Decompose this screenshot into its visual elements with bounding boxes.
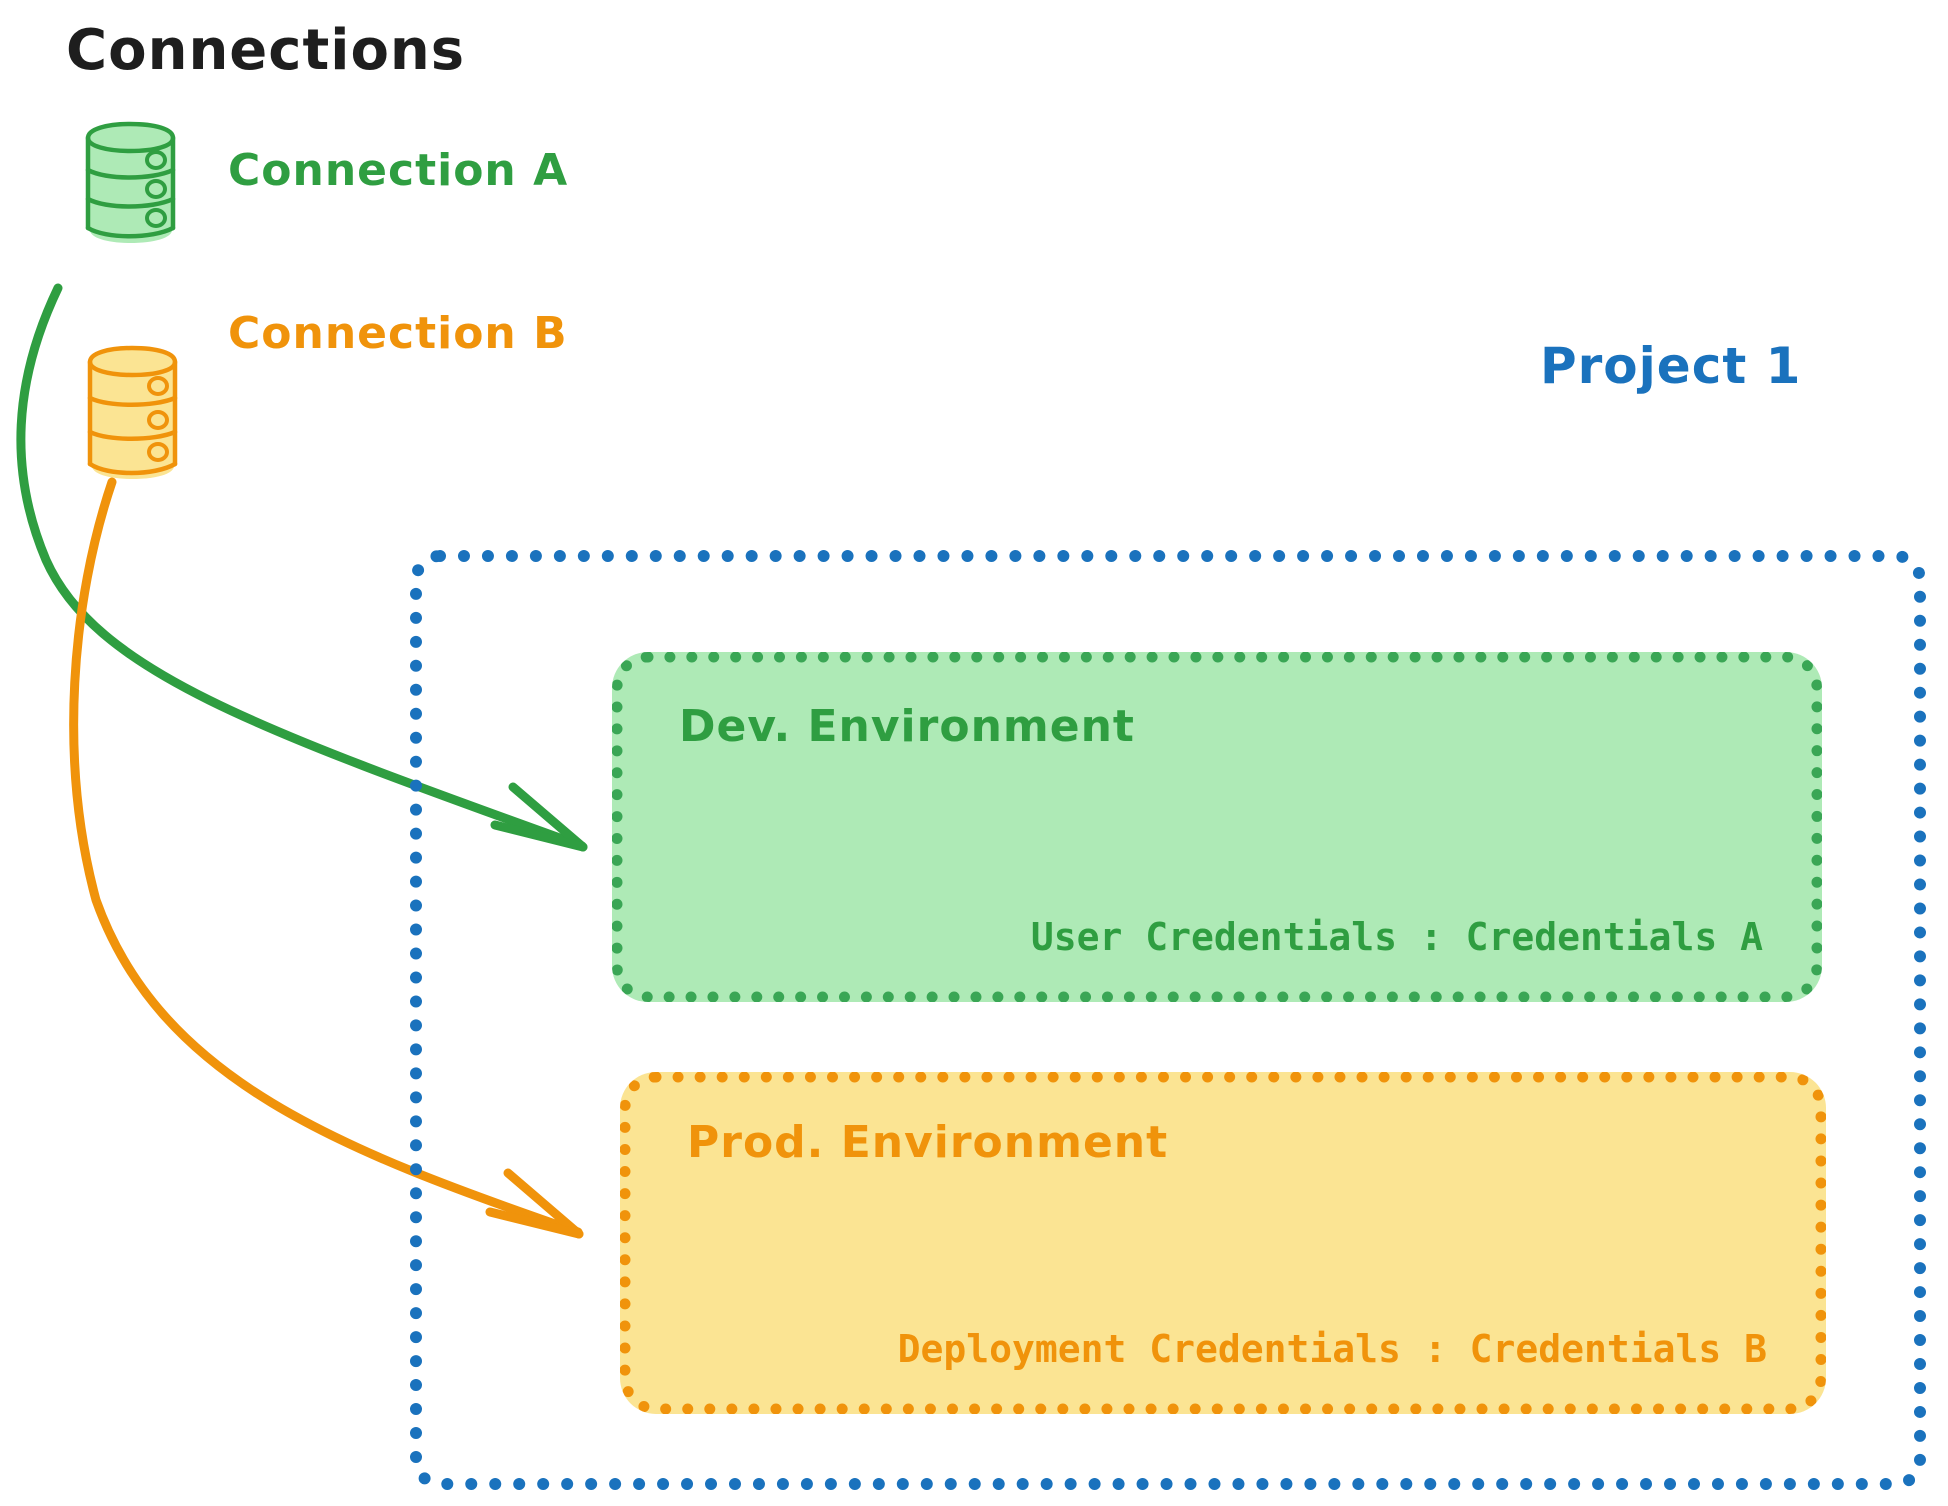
database-cylinder-icon: [85, 121, 176, 243]
connection-b-label: Connection B: [228, 308, 568, 359]
connection-a-label: Connection A: [228, 145, 569, 196]
arrow-connection-b-to-prod: [69, 477, 584, 1239]
prod-environment-title: Prod. Environment: [687, 1117, 1169, 1168]
project-container: [410, 550, 1926, 1490]
project-label: Project 1: [1540, 337, 1802, 395]
database-cylinder-icon: [87, 345, 178, 479]
prod-environment-credentials: Deployment Credentials : Credentials B: [897, 1327, 1767, 1371]
arrow-connection-a-to-dev: [16, 283, 588, 852]
dev-environment-title: Dev. Environment: [679, 701, 1135, 752]
dev-environment-credentials: User Credentials : Credentials A: [1030, 915, 1763, 959]
page-title: Connections: [66, 18, 466, 83]
prod-environment-box: Prod. Environment Deployment Credentials…: [620, 1072, 1826, 1414]
dev-environment-box: Dev. Environment User Credentials : Cred…: [612, 652, 1822, 1002]
